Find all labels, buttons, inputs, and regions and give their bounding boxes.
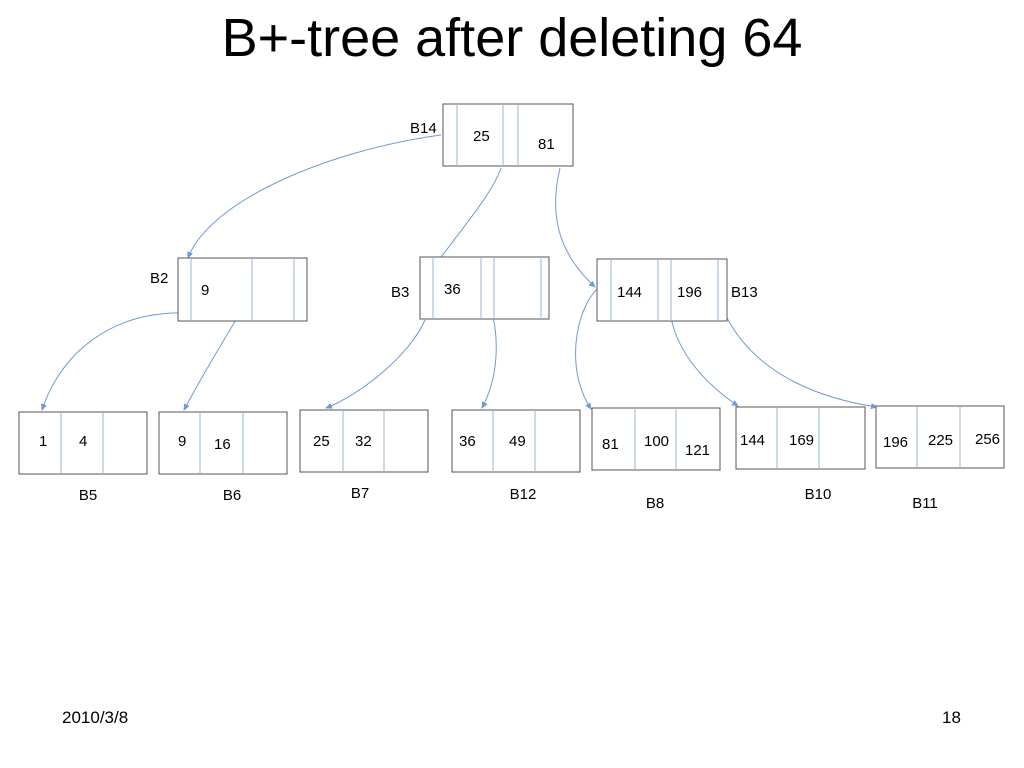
- node-box: [735, 406, 866, 470]
- node-key: 196: [677, 284, 702, 301]
- edge-b14-to-b13: [555, 167, 596, 288]
- node-label: B6: [223, 487, 241, 504]
- node-box: [591, 407, 721, 471]
- node-key: 1: [39, 433, 47, 450]
- node-box: [419, 256, 550, 320]
- node-key: 100: [644, 433, 669, 450]
- footer-page-number: 18: [942, 708, 961, 727]
- node-box: [875, 405, 1005, 469]
- edge-b13-to-b8: [575, 287, 599, 410]
- node-label: B11: [912, 495, 938, 512]
- node-key: 144: [740, 432, 765, 449]
- edge-b14-to-b2: [187, 134, 442, 259]
- slide-title: B+-tree after deleting 64: [221, 8, 803, 68]
- node-box: [596, 258, 728, 322]
- node-label: B12: [510, 486, 537, 503]
- node-b2: 9 B2: [150, 257, 308, 322]
- node-key: 36: [459, 433, 476, 450]
- node-key: 4: [79, 433, 87, 450]
- node-b13: 144 196 B13: [596, 258, 758, 322]
- node-key: 81: [538, 136, 555, 153]
- node-key: 9: [178, 433, 186, 450]
- node-label: B10: [805, 486, 832, 503]
- node-label: B7: [351, 485, 369, 502]
- node-box: [18, 411, 148, 475]
- edge-b2-to-b5: [41, 312, 189, 411]
- node-label: B3: [391, 284, 409, 301]
- node-label: B2: [150, 270, 168, 287]
- footer-date: 2010/3/8: [62, 708, 129, 727]
- edge-b3-to-b7: [325, 319, 426, 409]
- node-key: 36: [444, 281, 461, 298]
- node-key: 81: [602, 436, 619, 453]
- node-key: 32: [355, 433, 372, 450]
- node-key: 169: [789, 432, 814, 449]
- node-label: B13: [731, 284, 758, 301]
- node-label: B8: [646, 495, 664, 512]
- node-label: B5: [79, 487, 97, 504]
- node-box: [299, 409, 429, 473]
- node-key: 25: [473, 128, 490, 145]
- node-key: 225: [928, 432, 953, 449]
- node-key: 121: [685, 442, 710, 459]
- node-key: 25: [313, 433, 330, 450]
- node-box: [451, 409, 581, 473]
- node-box: [177, 257, 308, 322]
- node-key: 9: [201, 282, 209, 299]
- node-b5: 1 4B5: [18, 411, 148, 504]
- edge-b13-to-b11: [726, 317, 878, 410]
- node-key: 196: [883, 434, 908, 451]
- node-box: [442, 103, 574, 167]
- node-key: 49: [509, 433, 526, 450]
- node-key: 144: [617, 284, 642, 301]
- node-key: 256: [975, 431, 1000, 448]
- node-label: B14: [410, 120, 437, 137]
- node-b3: 36 B3: [391, 256, 550, 320]
- node-key: 16: [214, 436, 231, 453]
- node-box: [158, 411, 288, 475]
- node-b14: 25 81 B14: [410, 103, 574, 167]
